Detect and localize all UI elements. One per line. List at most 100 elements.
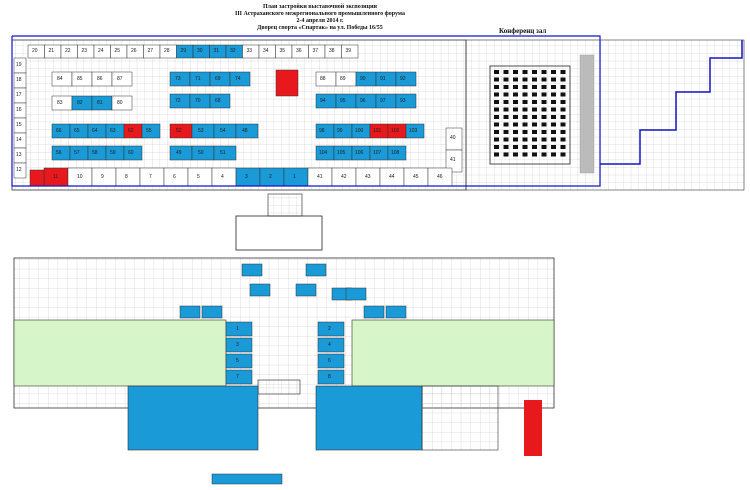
booth-label-32: 32 xyxy=(230,48,236,54)
booth-label-16: 16 xyxy=(16,107,22,113)
booth-93 xyxy=(395,93,417,109)
booth-label-57: 57 xyxy=(74,150,80,156)
booth-lower-8 xyxy=(317,369,345,385)
booth-label-105: 105 xyxy=(337,150,346,156)
seat xyxy=(541,107,547,112)
seat xyxy=(513,145,518,149)
booth-lower-label-3: 3 xyxy=(236,342,239,348)
booth-lower-2 xyxy=(317,321,345,337)
booth-label-15: 15 xyxy=(16,122,22,128)
seat xyxy=(560,100,566,104)
seat xyxy=(513,70,518,74)
booth-97 xyxy=(375,93,397,109)
seat xyxy=(503,130,509,134)
seat xyxy=(560,137,566,142)
booth-label-82: 82 xyxy=(77,100,83,106)
booth-label-33: 33 xyxy=(246,48,253,54)
booth-label-88: 88 xyxy=(320,76,326,82)
stage xyxy=(275,69,299,97)
booth-label-60: 60 xyxy=(128,150,134,156)
booth-lower-extra-2 xyxy=(249,283,271,297)
booth-label-38: 38 xyxy=(329,48,335,54)
booth-lower-label-5: 5 xyxy=(236,358,239,364)
booth-label-74: 74 xyxy=(235,76,241,82)
booth-lower-4 xyxy=(317,337,345,353)
seat xyxy=(522,85,528,89)
seat xyxy=(494,100,499,104)
booth-lower-label-4: 4 xyxy=(328,342,331,348)
seat xyxy=(522,137,528,142)
booth-label-95: 95 xyxy=(340,98,346,104)
booth-label-72: 72 xyxy=(175,98,181,104)
seat xyxy=(522,100,528,104)
seat xyxy=(541,130,547,134)
seat xyxy=(551,137,556,142)
booth-label-58: 58 xyxy=(92,150,98,156)
seat xyxy=(541,92,547,97)
booth-label-85: 85 xyxy=(77,76,83,82)
seat xyxy=(513,92,518,97)
booth-label-94: 94 xyxy=(320,98,326,104)
booth-label-63: 63 xyxy=(110,128,116,134)
seat xyxy=(503,85,509,89)
seat xyxy=(513,152,518,157)
booth-lower-6 xyxy=(317,353,345,369)
booth-lower-label-7: 7 xyxy=(236,374,239,380)
booth-8 xyxy=(115,167,141,187)
booth-91 xyxy=(375,71,397,87)
seat xyxy=(503,122,509,127)
booth-lower-extra-6 xyxy=(363,305,385,319)
booth-lower-extra-9 xyxy=(345,287,367,301)
booth-lower-label-2: 2 xyxy=(328,326,331,332)
seat xyxy=(494,152,499,157)
seat xyxy=(560,152,566,157)
seat xyxy=(522,130,528,134)
booth-lower-5 xyxy=(225,353,253,369)
booth-lower-1 xyxy=(225,321,253,337)
booth-label-41: 41 xyxy=(317,174,323,180)
booth-lower-extra-1 xyxy=(305,263,327,277)
booth-label-7: 7 xyxy=(149,174,152,180)
seat xyxy=(522,122,528,127)
booth-label-44: 44 xyxy=(389,174,395,180)
booth-2 xyxy=(259,167,285,187)
seat xyxy=(551,77,556,82)
booth-label-84: 84 xyxy=(57,76,63,82)
booth-label-93: 93 xyxy=(400,98,406,104)
booth-label-97: 97 xyxy=(380,98,386,104)
booth-7 xyxy=(139,167,165,187)
booth-48 xyxy=(235,123,259,139)
seat xyxy=(494,130,499,134)
booth-label-48: 48 xyxy=(242,128,248,134)
seat xyxy=(494,85,499,89)
reserved-corner xyxy=(29,169,45,187)
seat xyxy=(532,85,537,89)
seat xyxy=(532,122,537,127)
bottom-bar xyxy=(211,473,283,485)
seat xyxy=(513,122,518,127)
booth-label-65: 65 xyxy=(74,128,80,134)
booth-label-91: 91 xyxy=(380,76,386,82)
booths-group xyxy=(13,44,463,385)
seat xyxy=(513,107,518,112)
seats-group xyxy=(494,70,566,157)
booth-label-40: 40 xyxy=(450,135,456,141)
booth-label-14: 14 xyxy=(16,137,22,143)
seat xyxy=(494,122,499,127)
booth-label-39: 39 xyxy=(345,48,352,54)
booth-96 xyxy=(355,93,377,109)
booth-lower-label-6: 6 xyxy=(328,358,331,364)
seat xyxy=(503,145,509,149)
booth-lower-extra-0 xyxy=(241,263,263,277)
booth-label-96: 96 xyxy=(360,98,366,104)
seat xyxy=(494,145,499,149)
booth-label-25: 25 xyxy=(114,48,121,54)
seat xyxy=(513,85,518,89)
seat xyxy=(513,77,518,82)
booth-88 xyxy=(315,71,337,87)
seat xyxy=(494,70,499,74)
seat xyxy=(541,152,547,157)
booth-label-36: 36 xyxy=(296,48,302,54)
booth-label-86: 86 xyxy=(97,76,103,82)
